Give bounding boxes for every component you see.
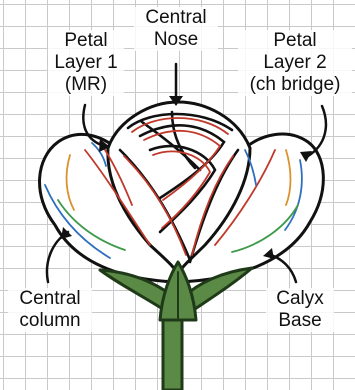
label-petal-layer-2: Petal Layer 2 (ch bridge) (238, 30, 352, 96)
label-central-nose: Central Nose (134, 7, 218, 51)
rose-head (40, 102, 324, 282)
label-petal-layer-1: Petal Layer 1 (MR) (48, 30, 124, 96)
label-central-column: Central column (8, 288, 92, 332)
label-calyx-base: Calyx Base (266, 288, 334, 332)
